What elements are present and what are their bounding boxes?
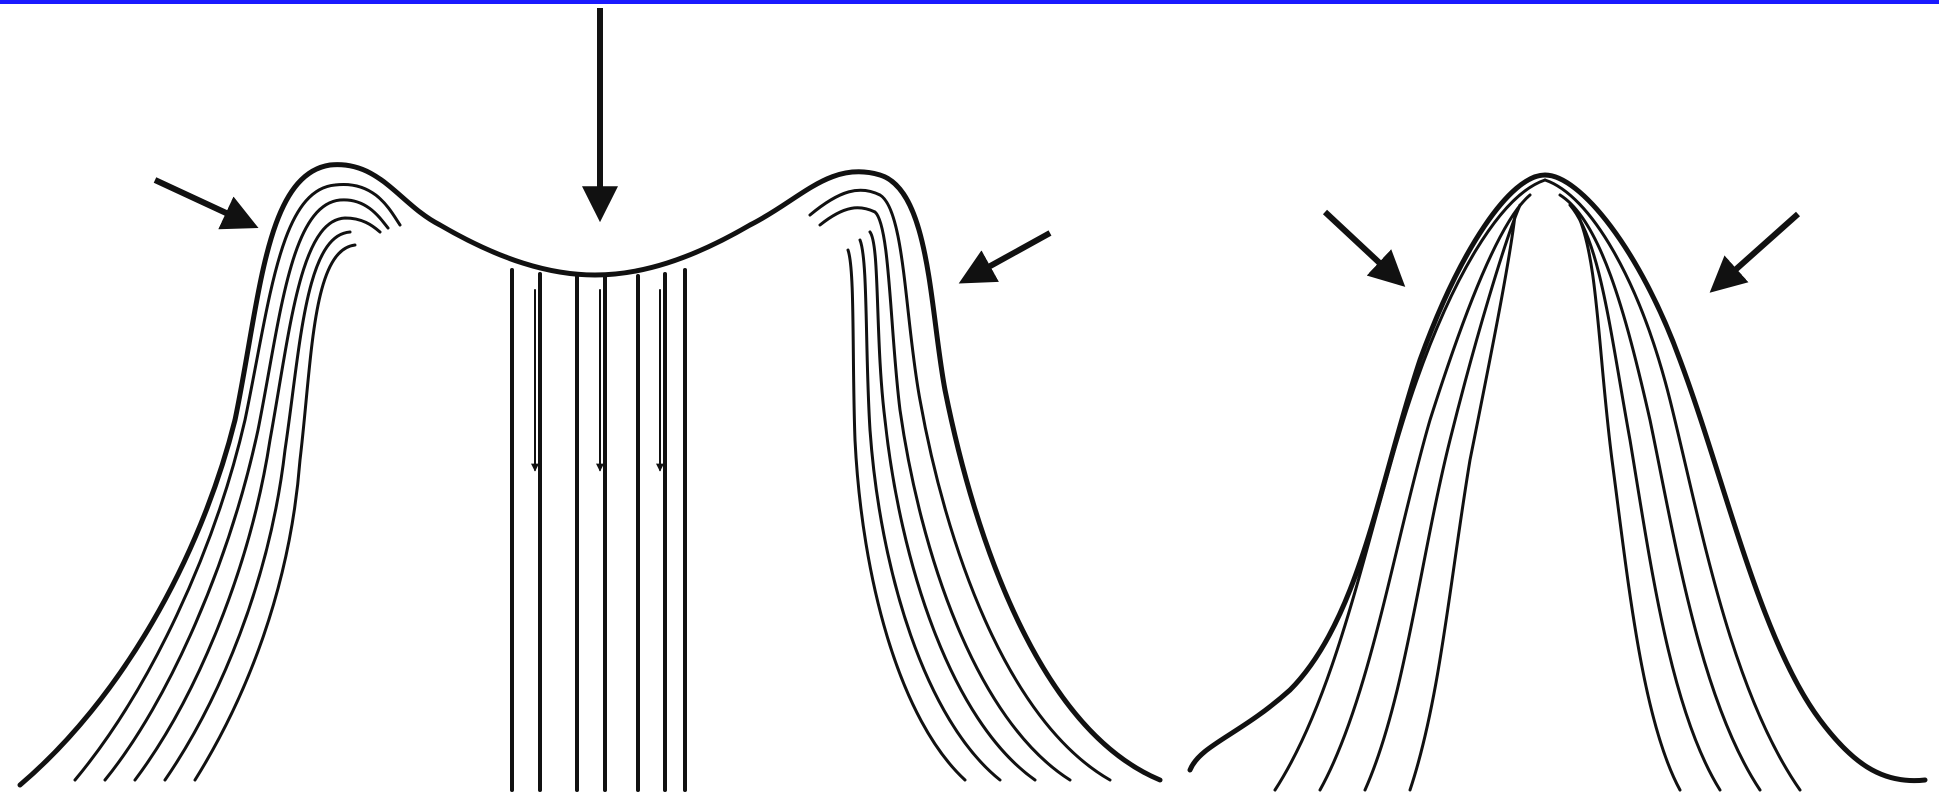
single-peak-right-strand-4 xyxy=(1578,215,1680,790)
bimodal-curves-panel xyxy=(20,165,1160,790)
left-peak-arrow xyxy=(155,180,252,225)
single-peak-left-arrow xyxy=(1325,212,1400,282)
single-peak-right-strand-3 xyxy=(1570,205,1720,790)
bimodal-force-arrows xyxy=(155,8,1050,280)
single-peak-right-strand-2 xyxy=(1560,195,1760,790)
right-peak-strand-3 xyxy=(870,232,1035,780)
single-peak-right-strand-1 xyxy=(1545,180,1800,790)
single-peak-left-strand-1 xyxy=(1275,180,1545,790)
unimodal-curve-panel xyxy=(1190,175,1925,790)
right-peak-strand-1 xyxy=(810,190,1110,780)
single-peak-right-arrow xyxy=(1715,214,1798,288)
right-peak-arrow xyxy=(965,233,1050,280)
single-peak-left-strand-3 xyxy=(1365,205,1520,790)
left-peak-strand-1 xyxy=(75,184,400,780)
single-peak-left-strand-2 xyxy=(1320,195,1530,790)
left-peak-strand-2 xyxy=(105,200,388,780)
right-peak-strand-2 xyxy=(820,208,1070,780)
right-peak-strand-4 xyxy=(860,240,1000,780)
unimodal-force-arrows xyxy=(1325,212,1798,288)
single-peak-outer-curve xyxy=(1190,175,1925,781)
single-peak-left-strand-4 xyxy=(1410,215,1515,790)
